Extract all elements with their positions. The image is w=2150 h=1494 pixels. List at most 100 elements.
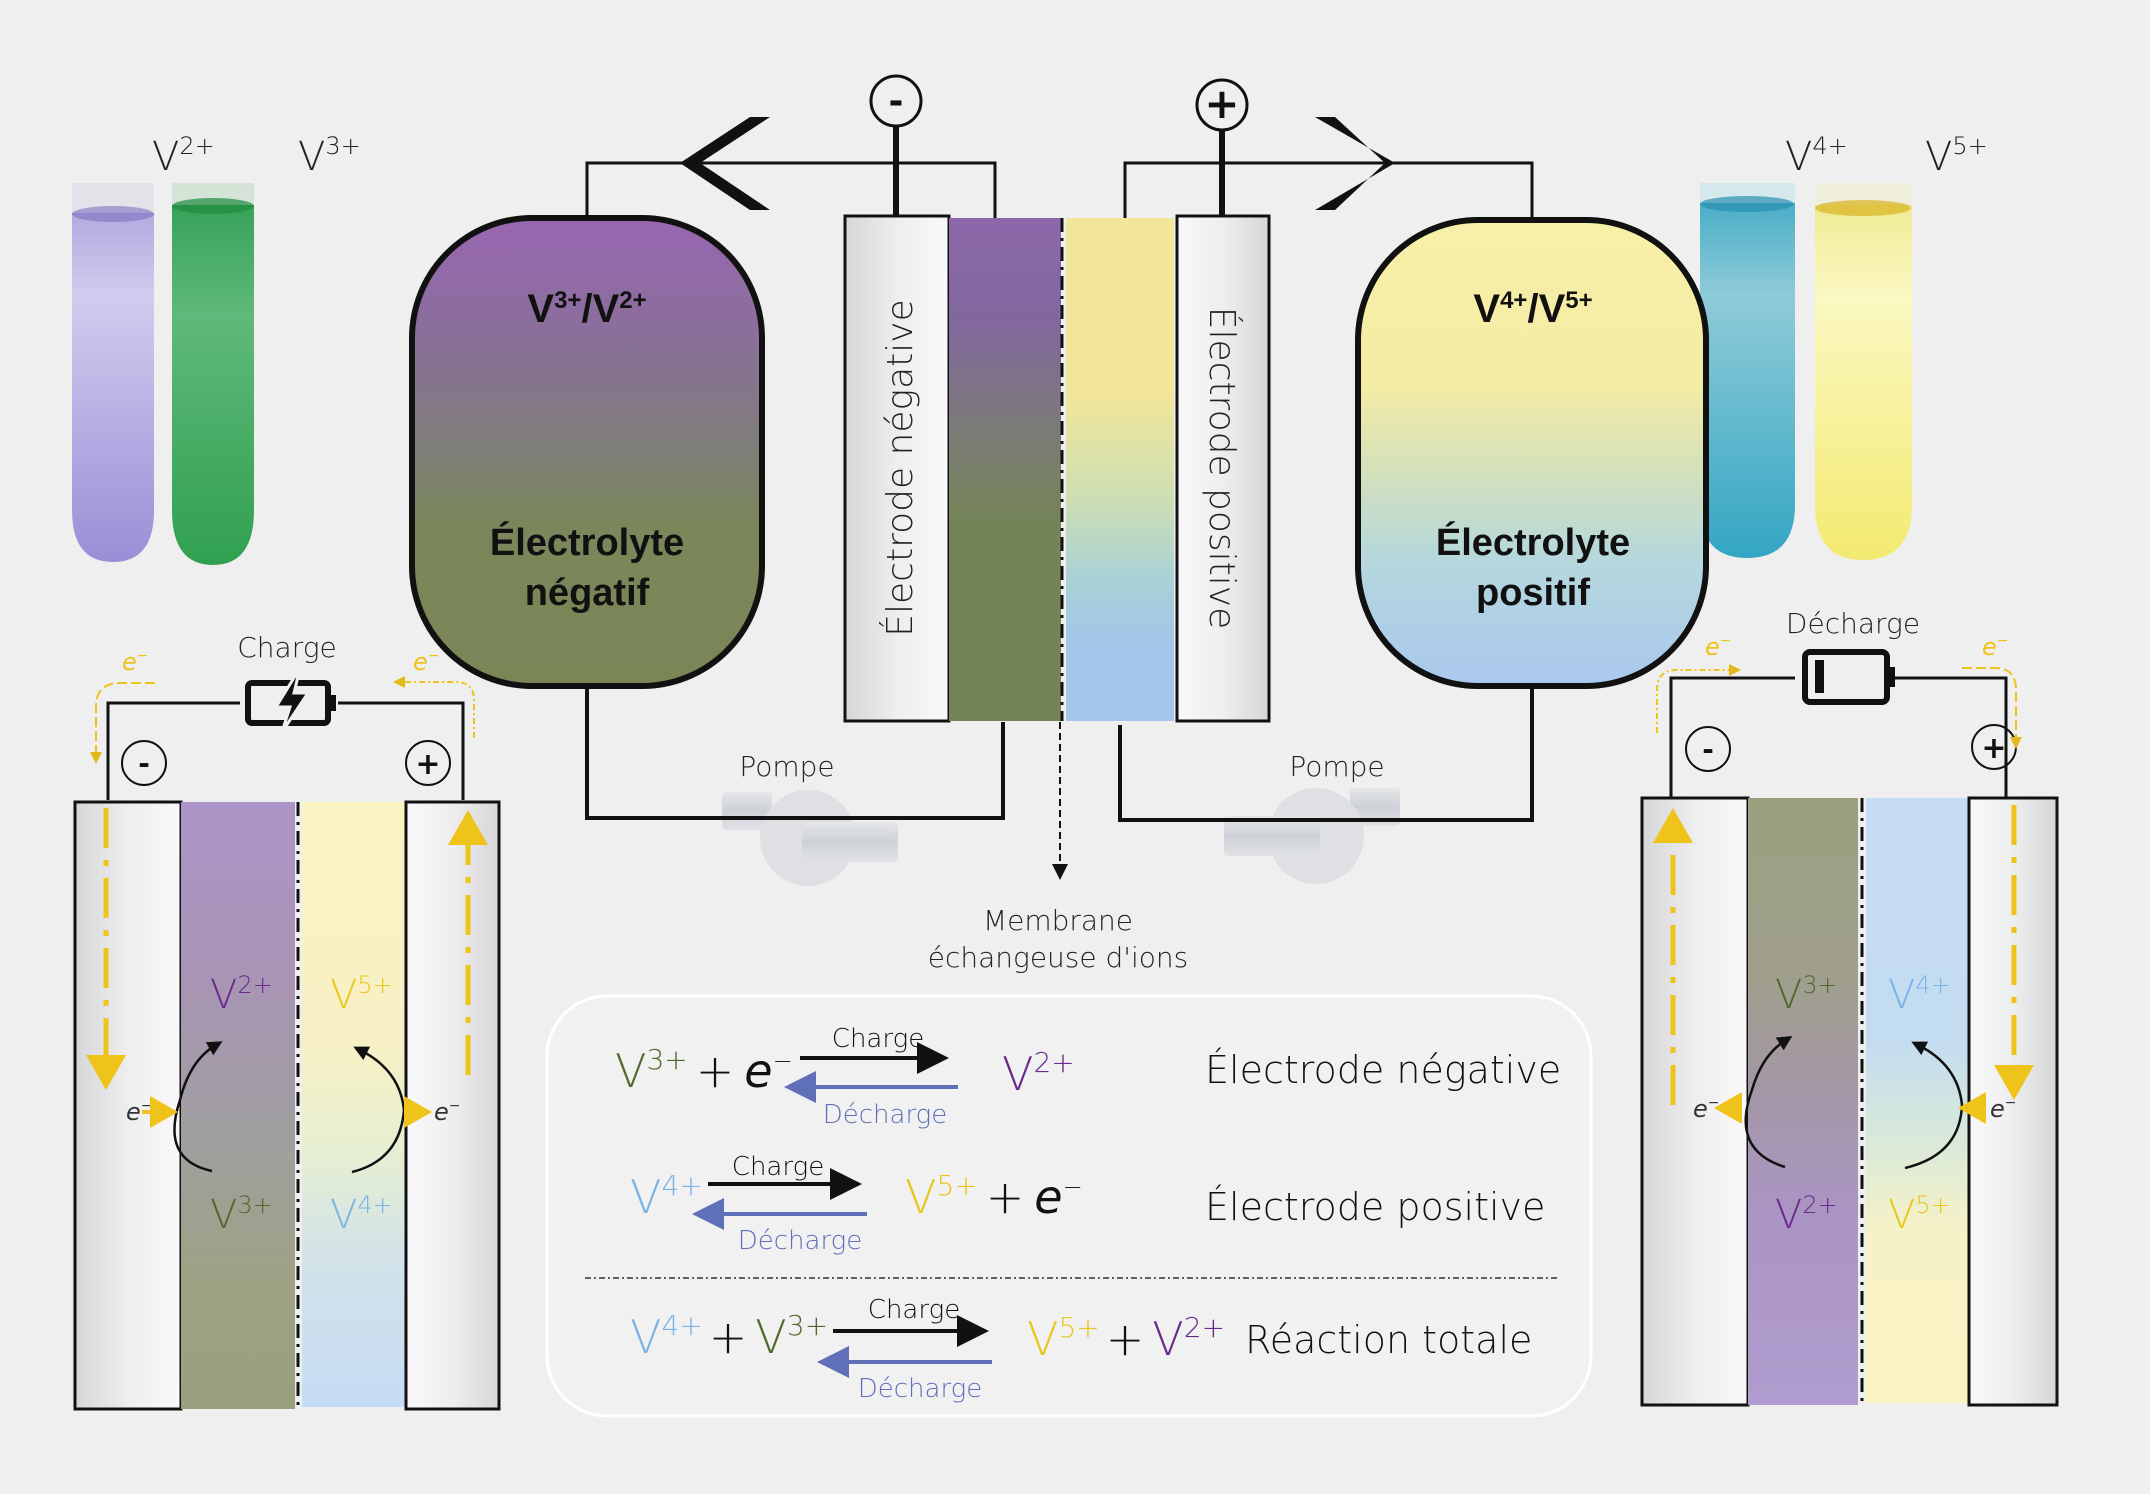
discharge-electron-path-left — [1656, 664, 1741, 733]
charge-negative-electrolyte — [181, 802, 295, 1409]
positive-terminal: + — [1195, 78, 1249, 132]
equation-row-positive: V4+ Charge Décharge V5++e− Électrode pos… — [630, 1152, 1545, 1256]
flow-arrow-left-icon — [680, 117, 770, 210]
discharge-ion-v2: V2+ — [1775, 1191, 1838, 1238]
equation-row-negative: V3++e− Charge Décharge V2+ Électrode nég… — [615, 1024, 1561, 1130]
discharge-electron-path-right — [1962, 667, 2022, 749]
membrane-label-line1: Membrane — [983, 904, 1133, 937]
charge-electron-path-left — [90, 682, 155, 764]
discharge-circuit-wire — [1669, 676, 2008, 797]
tube-label-v4: V4+ — [1785, 132, 1848, 180]
tube-label-v3: V3+ — [298, 132, 361, 180]
test-tube-v5 — [1815, 183, 1912, 560]
eq2-lhs: V4+ — [630, 1169, 703, 1224]
discharge-reaction-arc-negative — [1744, 1036, 1793, 1169]
negative-electrolyte-tank: V3+/V2+ Électrolyte négatif — [409, 215, 765, 689]
central-cell: Électrode négative Électrode positive — [843, 214, 1271, 723]
discharge-ion-v3: V3+ — [1775, 971, 1838, 1018]
battery-low-icon — [1802, 649, 1895, 705]
test-tube-group-left: V2+ V3+ — [72, 132, 361, 565]
eq3-rhs: V5++V2+ — [1027, 1311, 1225, 1366]
pump-left-icon — [722, 790, 898, 886]
charge-ion-v2: V2+ — [210, 971, 273, 1018]
eq3-lhs: V4++V3+ — [630, 1309, 828, 1364]
negative-half-cell-electrolyte — [949, 218, 1061, 721]
discharge-ion-v4: V4+ — [1888, 971, 1951, 1018]
membrane-label-line2: échangeuse d'ions — [928, 941, 1188, 974]
tube-label-v5: V5+ — [1925, 132, 1988, 180]
positive-electrolyte-tank: V4+/V5+ Électrolyte positif — [1355, 217, 1709, 689]
eq3-description: Réaction totale — [1245, 1318, 1532, 1362]
positive-electrode-label: Électrode positive — [1201, 307, 1243, 630]
pipe-right-return — [1118, 688, 1534, 822]
negative-electrode — [843, 214, 951, 723]
negative-terminal-sign: - — [889, 81, 904, 122]
tank-label-positive-line2: positif — [1476, 572, 1590, 614]
charge-electron-left: e− — [126, 1098, 153, 1126]
discharge-positive-electrolyte — [1866, 798, 1969, 1403]
test-tube-v2 — [72, 183, 154, 562]
negative-electrode-label: Électrode négative — [879, 299, 921, 636]
charge-reaction-arc-negative — [173, 1041, 223, 1173]
charge-electron-label-left: e− — [122, 648, 149, 676]
test-tube-group-right: V4+ V5+ — [1700, 132, 1988, 560]
eq1-discharge-label: Décharge — [823, 1100, 948, 1130]
equations-panel: V3++e− Charge Décharge V2+ Électrode nég… — [545, 994, 1593, 1418]
pump-right-label: Pompe — [1289, 750, 1384, 783]
svg-text:+: + — [415, 747, 440, 782]
discharge-positive-terminal: + — [1971, 724, 2017, 770]
charge-negative-terminal: - — [121, 740, 167, 786]
tank-label-positive-line1: Électrolyte — [1436, 520, 1630, 564]
eq1-description: Électrode négative — [1205, 1048, 1561, 1092]
pump-right-icon — [1224, 788, 1400, 884]
charge-electron-path-right — [393, 676, 475, 738]
eq2-description: Électrode positive — [1205, 1185, 1545, 1229]
eq1-lhs: V3++e− — [615, 1043, 793, 1098]
eq1-charge-label: Charge — [832, 1024, 924, 1054]
discharge-panel: Décharge - + e− e− V3+ V2+ V4+ V5+ — [1640, 607, 2059, 1407]
negative-terminal: - — [869, 74, 923, 128]
charge-panel: Charge - + e− e− V2+ V3+ V5+ V4+ — [73, 631, 501, 1411]
tube-label-v2: V2+ — [152, 132, 215, 180]
svg-text:-: - — [1702, 733, 1714, 766]
tank-couple-negative: V3+/V2+ — [527, 287, 646, 331]
bottom-pipes — [585, 688, 1534, 822]
charge-circuit-wire — [106, 701, 465, 800]
flow-arrow-right-icon — [1315, 117, 1395, 210]
discharge-negative-electrolyte — [1748, 798, 1858, 1405]
discharge-electron-right: e− — [1990, 1095, 2017, 1123]
charge-ion-v5: V5+ — [330, 971, 393, 1018]
discharge-electron-left: e− — [1693, 1095, 1720, 1123]
svg-text:+: + — [1981, 731, 2006, 766]
tank-label-negative-line2: négatif — [525, 572, 650, 614]
positive-half-cell-electrolyte — [1066, 218, 1174, 721]
wire-left-tank-to-cell — [585, 161, 997, 218]
test-tube-v4 — [1700, 183, 1795, 558]
charge-ion-v4: V4+ — [330, 1191, 393, 1238]
eq3-discharge-label: Décharge — [858, 1374, 983, 1404]
eq1-rhs: V2+ — [1002, 1046, 1075, 1101]
charge-ion-v3: V3+ — [210, 1191, 273, 1238]
discharge-panel-title: Décharge — [1786, 607, 1920, 640]
positive-electrode — [1175, 214, 1271, 723]
pipe-left-return — [585, 688, 1005, 820]
discharge-electron-label-left: e− — [1705, 633, 1732, 661]
charge-positive-terminal: + — [405, 740, 451, 786]
wire-right-cell-to-tank — [1123, 161, 1534, 220]
tank-couple-positive: V4+/V5+ — [1473, 287, 1592, 331]
positive-terminal-sign: + — [1204, 79, 1239, 128]
charge-positive-electrolyte — [302, 802, 406, 1407]
discharge-negative-terminal: - — [1685, 726, 1731, 772]
test-tube-v3 — [172, 183, 254, 565]
battery-charging-icon — [245, 667, 336, 733]
tank-label-negative-line1: Électrolyte — [490, 520, 684, 564]
charge-electron-right: e− — [434, 1098, 461, 1126]
eq2-charge-label: Charge — [732, 1152, 824, 1182]
equation-row-total: V4++V3+ Charge Décharge V5++V2+ Réaction… — [630, 1295, 1532, 1404]
top-circuit — [585, 125, 1534, 220]
charge-panel-title: Charge — [237, 631, 337, 664]
eq2-discharge-label: Décharge — [738, 1226, 863, 1256]
eq3-charge-label: Charge — [868, 1295, 960, 1325]
eq2-rhs: V5++e− — [905, 1169, 1083, 1224]
